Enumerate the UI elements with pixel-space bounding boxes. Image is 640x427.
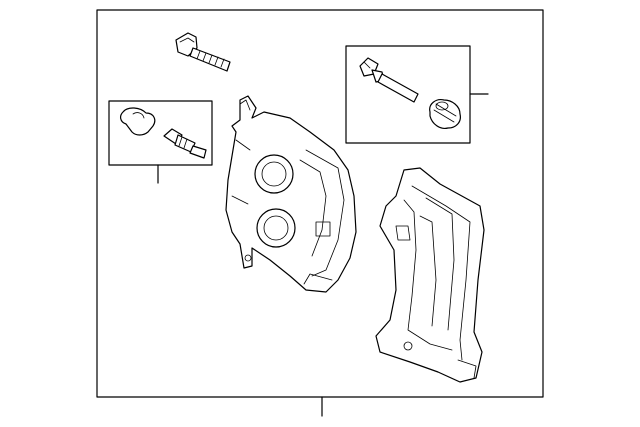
bleeder-kit-box bbox=[108, 100, 213, 166]
guide-pin-icon[interactable] bbox=[359, 57, 419, 103]
bleeder-screw-icon[interactable] bbox=[163, 128, 207, 159]
caliper-icon[interactable] bbox=[225, 95, 357, 293]
bleeder-cap-icon[interactable] bbox=[120, 107, 156, 136]
bolt-icon[interactable] bbox=[175, 32, 231, 72]
assembly-frame bbox=[96, 9, 544, 398]
pin-boot-icon[interactable] bbox=[429, 99, 461, 129]
bracket-icon[interactable] bbox=[375, 167, 485, 383]
